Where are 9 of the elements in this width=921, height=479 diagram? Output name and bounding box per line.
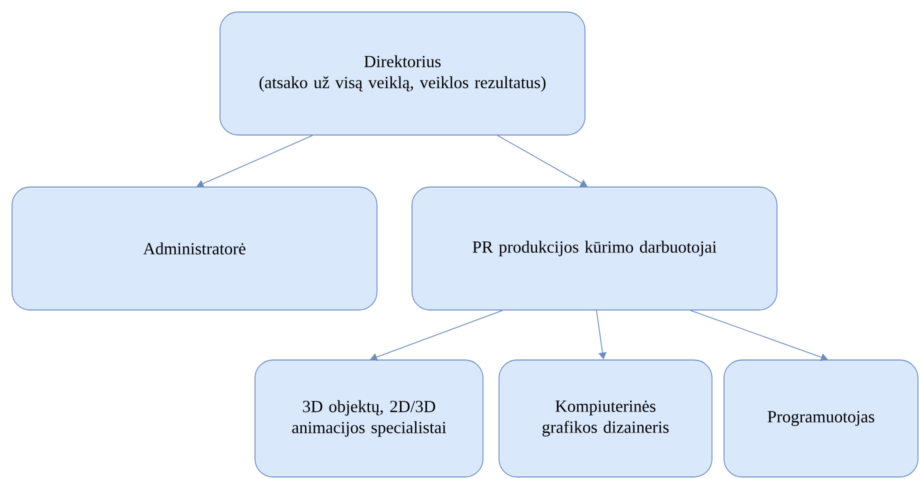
arrow: [497, 135, 588, 187]
role-box: Programuotojas: [724, 360, 918, 478]
role-box: 3D objektų, 2D/3D animacijos specialistai: [254, 360, 484, 478]
arrow: [196, 135, 313, 188]
role-box: Direktorius (atsako už visą veiklą, veiklos rezultatus): [220, 12, 586, 136]
role-box: PR produkcijos kūrimo darbuotojai: [412, 186, 778, 310]
role-box: Kompiuterinės grafikos dizaineris: [498, 360, 712, 478]
role-box: Administratorė: [12, 186, 378, 310]
arrow: [370, 310, 503, 361]
